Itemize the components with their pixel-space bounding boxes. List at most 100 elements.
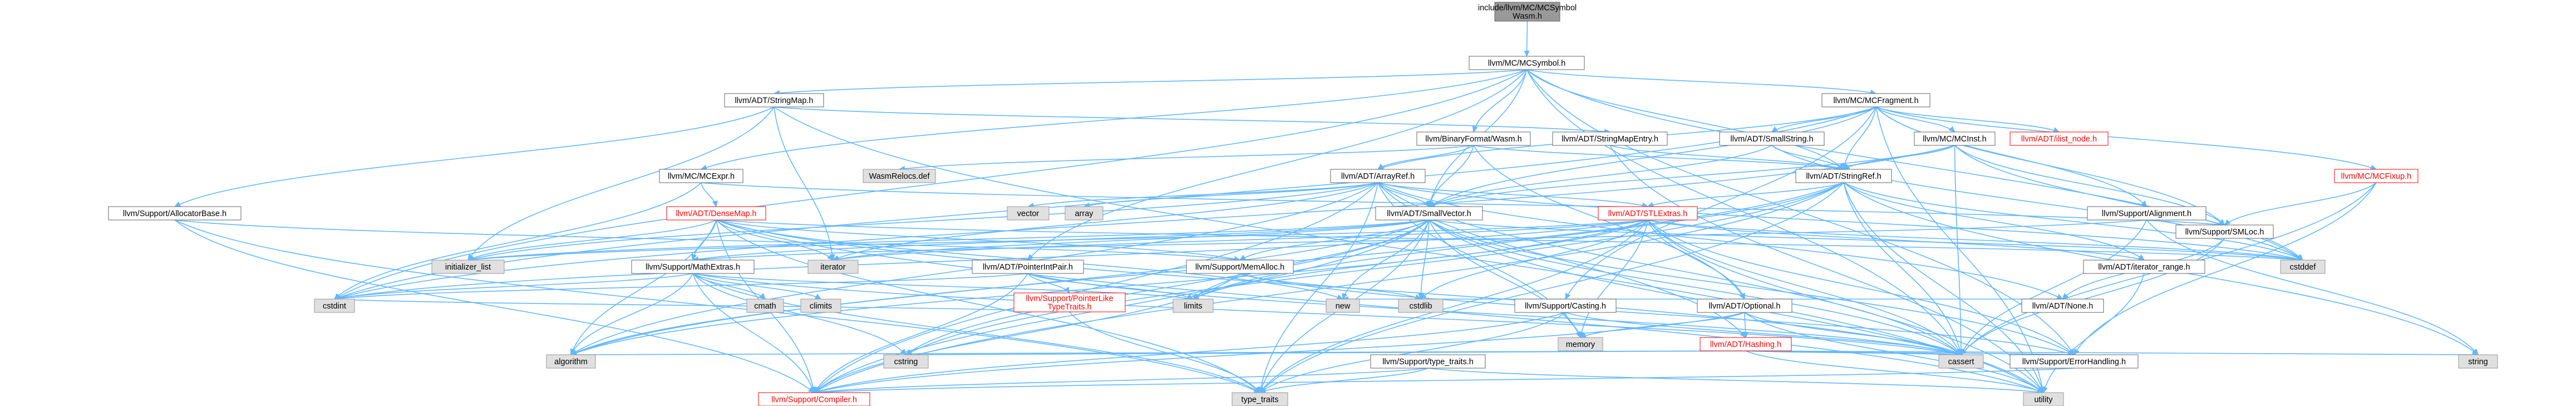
edge-mcfragment-to-stringref xyxy=(1844,106,1876,169)
node-compiler[interactable]: llvm/Support/Compiler.h xyxy=(758,392,870,406)
node-utility-box xyxy=(2023,392,2064,406)
edge-typetraits_h-to-type_traits xyxy=(1260,368,1429,393)
edge-smallvector-to-errorhandling xyxy=(1429,219,2074,355)
node-vector-box xyxy=(1007,206,1050,221)
node-cstdint-label-0: cstdint xyxy=(323,302,346,311)
node-densemap-label-0: llvm/ADT/DenseMap.h xyxy=(676,209,756,218)
edge-pointerintpair-to-compiler xyxy=(814,273,1028,393)
node-climits-label-0: climits xyxy=(810,302,832,311)
node-smallstring[interactable]: llvm/ADT/SmallString.h xyxy=(1719,131,1825,146)
edge-mcsymbol-to-stringmap xyxy=(774,69,1527,94)
node-allocatorbase[interactable]: llvm/Support/AllocatorBase.h xyxy=(108,206,242,221)
node-mcsymbol[interactable]: llvm/MC/MCSymbol.h xyxy=(1469,56,1585,70)
node-vector-label-0: vector xyxy=(1017,209,1040,218)
node-stringref[interactable]: llvm/ADT/StringRef.h xyxy=(1795,169,1892,183)
node-hashing[interactable]: llvm/ADT/Hashing.h xyxy=(1700,337,1792,351)
node-none-box xyxy=(2021,299,2104,313)
node-alignment-box xyxy=(2087,206,2206,221)
edge-mcfragment-to-casting xyxy=(1565,106,1876,299)
node-alignment[interactable]: llvm/Support/Alignment.h xyxy=(2087,206,2206,221)
node-arrayref[interactable]: llvm/ADT/ArrayRef.h xyxy=(1330,169,1426,183)
node-wasm[interactable]: llvm/BinaryFormat/Wasm.h xyxy=(1416,131,1531,146)
node-cstdlib-box xyxy=(1398,299,1444,313)
node-iterator-label-0: iterator xyxy=(820,263,845,272)
edge-stlextras-to-cstdlib xyxy=(1421,219,1648,299)
node-array: array xyxy=(1065,206,1104,221)
node-stringref-box xyxy=(1795,169,1892,183)
edge-stringref-to-stlextras xyxy=(1648,182,1844,207)
node-optional[interactable]: llvm/ADT/Optional.h xyxy=(1697,299,1792,313)
node-none[interactable]: llvm/ADT/None.h xyxy=(2021,299,2104,313)
edge-hashing-to-cassert xyxy=(1745,350,1961,355)
node-array-label-0: array xyxy=(1075,209,1094,218)
node-cmath-box xyxy=(746,299,784,313)
node-stringmapentry[interactable]: llvm/ADT/StringMapEntry.h xyxy=(1552,131,1668,146)
node-memory-box xyxy=(1558,337,1603,351)
edge-iterator_range-to-utility xyxy=(2043,273,2145,393)
node-stlextras[interactable]: llvm/ADT/STLExtras.h xyxy=(1598,206,1698,221)
node-ilist_node[interactable]: llvm/ADT/ilist_node.h xyxy=(2009,131,2109,146)
node-mcfragment[interactable]: llvm/MC/MCFragment.h xyxy=(1821,93,1930,107)
node-mcfixup[interactable]: llvm/MC/MCFixup.h xyxy=(2334,169,2419,183)
node-initializer_list-box xyxy=(431,260,505,274)
node-iterator_range[interactable]: llvm/ADT/iterator_range.h xyxy=(2083,260,2205,274)
edge-hashing-to-cstring xyxy=(906,350,1746,355)
node-typetraits_h[interactable]: llvm/Support/type_traits.h xyxy=(1370,354,1486,369)
node-vector: vector xyxy=(1007,206,1050,221)
node-type_traits-label-0: type_traits xyxy=(1242,395,1279,404)
node-pointerintpair[interactable]: llvm/ADT/PointerIntPair.h xyxy=(972,260,1084,274)
edge-stlextras-to-limits xyxy=(1193,219,1648,300)
edge-arrayref-to-stlextras xyxy=(1377,182,1648,207)
node-mathextras[interactable]: llvm/Support/MathExtras.h xyxy=(631,260,755,274)
node-iterator_range-box xyxy=(2083,260,2205,274)
edge-smloc-to-cassert xyxy=(1961,238,2225,355)
edge-mathextras-to-cstring xyxy=(692,273,906,355)
edge-mathextras-to-climits xyxy=(692,273,821,299)
node-smloc[interactable]: llvm/Support/SMLoc.h xyxy=(2175,224,2274,239)
node-mathextras-box xyxy=(631,260,755,274)
node-cstring-label-0: cstring xyxy=(894,358,918,366)
node-cstddef-label-0: cstddef xyxy=(2290,263,2317,272)
node-errorhandling[interactable]: llvm/Support/ErrorHandling.h xyxy=(2009,354,2139,369)
node-wasmrelocs-label-0: WasmRelocs.def xyxy=(869,172,930,181)
edge-pointerintpair-to-limits xyxy=(1027,273,1193,300)
node-wasm-label-0: llvm/BinaryFormat/Wasm.h xyxy=(1425,135,1521,144)
node-densemap-box xyxy=(666,206,766,221)
node-memory-label-0: memory xyxy=(1566,340,1595,349)
node-cstring: cstring xyxy=(883,354,929,369)
node-iterator-box xyxy=(807,260,859,274)
edge-densemap-to-memalloc xyxy=(716,219,1240,260)
edge-densemap-to-utility xyxy=(716,219,2043,393)
edge-stringmap-to-initializer_list xyxy=(468,106,775,260)
edge-mcfragment-to-utility xyxy=(1875,106,2043,393)
node-memory: memory xyxy=(1558,337,1603,351)
edge-stlextras-to-initializer_list xyxy=(468,219,1648,260)
edge-allocatorbase-to-compiler xyxy=(174,219,814,393)
edge-wasm-to-optional xyxy=(1473,145,1745,299)
node-compiler-box xyxy=(758,392,870,406)
edge-densemap-to-cstddef xyxy=(716,219,2303,260)
node-cmath-label-0: cmath xyxy=(754,302,776,311)
edge-hashing-to-string xyxy=(1745,350,2478,355)
node-memalloc[interactable]: llvm/Support/MemAlloc.h xyxy=(1186,260,1294,274)
node-allocatorbase-label-0: llvm/Support/AllocatorBase.h xyxy=(123,209,226,218)
node-stringmap[interactable]: llvm/ADT/StringMap.h xyxy=(724,93,824,107)
node-algorithm-box xyxy=(546,354,596,369)
node-mcinst[interactable]: llvm/MC/MCInst.h xyxy=(1914,131,1996,146)
node-mcexpr[interactable]: llvm/MC/MCExpr.h xyxy=(659,169,743,183)
node-mcexpr-box xyxy=(659,169,743,183)
edge-mathextras-to-type_traits xyxy=(692,273,1260,393)
node-stringmapentry-box xyxy=(1552,131,1668,146)
node-smallvector[interactable]: llvm/ADT/SmallVector.h xyxy=(1375,206,1483,221)
edge-mcexpr-to-densemap xyxy=(701,182,716,207)
node-cassert-box xyxy=(1938,354,1984,369)
node-densemap[interactable]: llvm/ADT/DenseMap.h xyxy=(666,206,766,221)
edges-layer xyxy=(175,21,2478,393)
node-hashing-box xyxy=(1700,337,1792,351)
edge-arrayref-to-array xyxy=(1084,182,1378,207)
node-casting[interactable]: llvm/Support/Casting.h xyxy=(1514,299,1617,313)
edge-memalloc-to-compiler xyxy=(814,273,1240,393)
